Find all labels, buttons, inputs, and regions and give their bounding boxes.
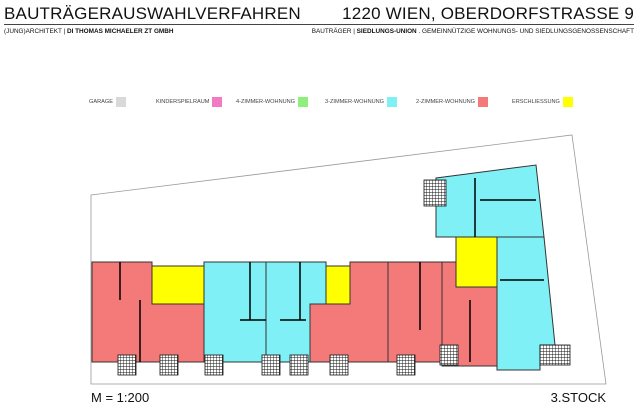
unit-2-zimmer <box>387 261 443 363</box>
legend-swatch <box>212 97 223 107</box>
unit-3-zimmer <box>435 164 545 238</box>
balcony <box>396 354 416 376</box>
legend-item-4-zimmer: 4-ZIMMER-WOHNUNG <box>236 97 309 107</box>
legend-label: 2-ZIMMER-WOHNUNG <box>416 99 476 105</box>
legend-swatch <box>562 97 573 107</box>
project-address: 1220 WIEN, OBERDORFSTRASSE 9 <box>342 4 634 23</box>
architect-line: (JUNG)ARCHITEKT | DI THOMAS MICHAELER ZT… <box>4 28 173 35</box>
scale-label: M = 1:200 <box>91 390 150 405</box>
unit-3-zimmer <box>203 261 267 363</box>
balcony <box>423 179 447 207</box>
legend-label: 4-ZIMMER-WOHNUNG <box>236 99 296 105</box>
floor-label: 3.STOCK <box>550 390 606 405</box>
balcony <box>439 344 459 366</box>
legend-label: GARAGE <box>89 99 113 105</box>
balcony <box>329 354 349 376</box>
legend-swatch <box>387 97 398 107</box>
balcony <box>261 354 281 376</box>
wall <box>119 178 544 362</box>
stair-core <box>455 236 498 288</box>
legend-swatch <box>298 97 309 107</box>
legend-item-garage: GARAGE <box>89 97 126 107</box>
stair-core <box>325 265 351 305</box>
legend-swatch <box>478 97 489 107</box>
site-boundary <box>90 134 607 385</box>
legend-label: 3-ZIMMER-WOHNUNG <box>325 99 385 105</box>
developer-suffix: . GEMEINNÜTZIGE WOHNUNGS- UND SIEDLUNGSG… <box>416 28 634 35</box>
legend-label: KINDERSPIELRAUM <box>156 99 210 105</box>
legend-item-3-zimmer: 3-ZIMMER-WOHNUNG <box>325 97 398 107</box>
header-divider <box>4 24 634 25</box>
legend-item-erschliessung: ERSCHLIESSUNG <box>512 97 573 107</box>
balcony <box>117 354 137 376</box>
developer-prefix: BAUTRÄGER | <box>311 28 357 35</box>
legend-label: ERSCHLIESSUNG <box>512 99 560 105</box>
balcony <box>289 354 309 376</box>
sheet-title: BAUTRÄGERAUSWAHLVERFAHREN <box>4 4 301 23</box>
architect-name: DI THOMAS MICHAELER ZT GMBH <box>66 28 174 35</box>
legend-swatch <box>115 97 126 107</box>
balcony <box>159 354 179 376</box>
balcony <box>204 354 224 376</box>
legend-item-kinderspielraum: KINDERSPIELRAUM <box>156 97 223 107</box>
stair-core <box>151 265 205 305</box>
architect-prefix: (JUNG)ARCHITEKT | <box>4 28 67 35</box>
legend: GARAGE KINDERSPIELRAUM 4-ZIMMER-WOHNUNG … <box>0 97 640 109</box>
developer-name: SIEDLUNGS-UNION <box>356 28 417 35</box>
balcony <box>539 344 571 366</box>
legend-item-2-zimmer: 2-ZIMMER-WOHNUNG <box>416 97 489 107</box>
developer-line: BAUTRÄGER | SIEDLUNGS-UNION . GEMEINNÜTZ… <box>312 28 634 35</box>
